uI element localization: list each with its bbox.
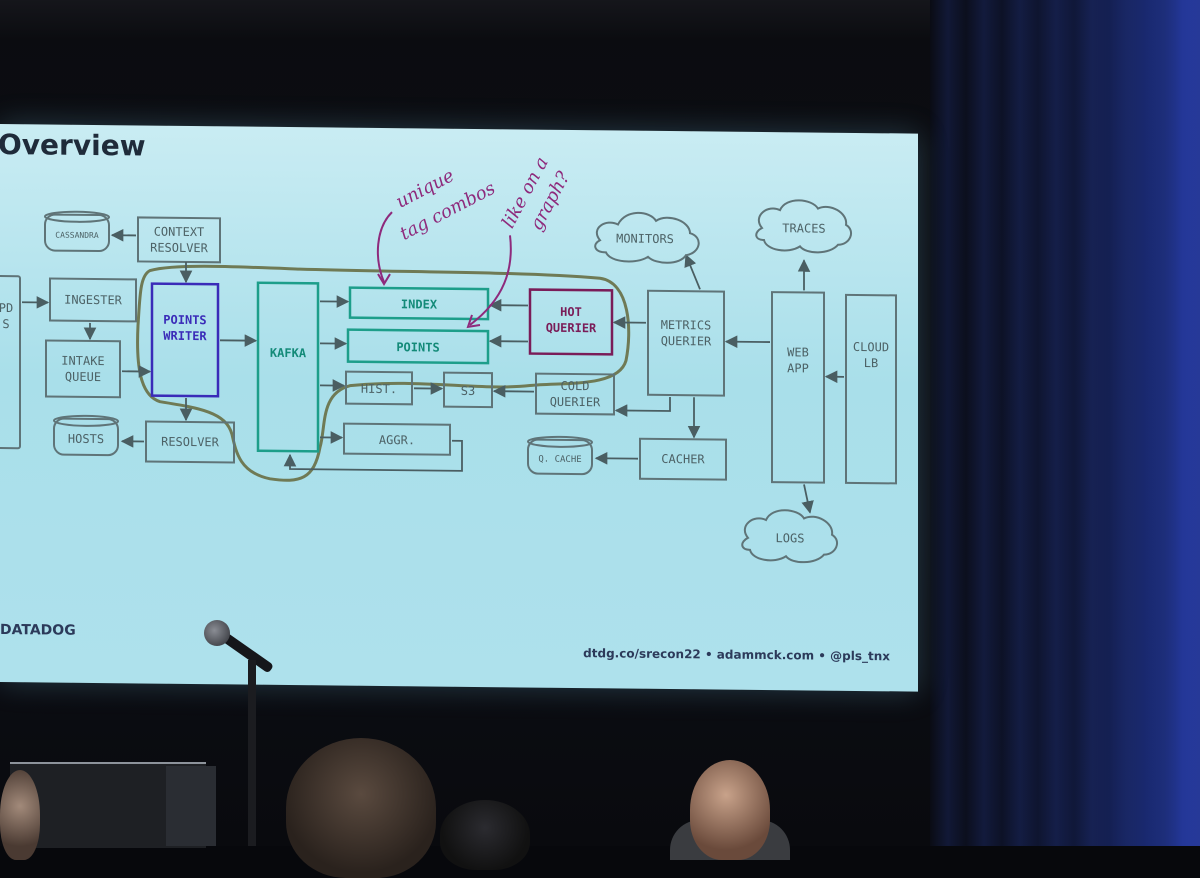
svg-text:S3: S3 [461,384,475,398]
svg-text:HIST.: HIST. [361,382,397,396]
svg-text:CLOUD: CLOUD [853,340,889,354]
stage-monitor-side [166,766,216,846]
points-box: POINTS [346,328,490,365]
svg-text:RESOLVER: RESOLVER [150,241,209,256]
audience-head-center [286,738,436,878]
svg-text:CACHER: CACHER [661,452,705,466]
cassandra-db: CASSANDRA [44,210,110,253]
datadog-logo-text: DATADOG [0,622,76,639]
svg-text:TRACES: TRACES [782,221,825,235]
svg-text:QUERIER: QUERIER [661,334,712,349]
cacher-box: CACHER [639,437,727,481]
svg-text:INTAKE: INTAKE [61,354,104,368]
svg-text:QUEUE: QUEUE [65,370,101,384]
svg-text:AGGR.: AGGR. [379,433,415,447]
svg-text:INDEX: INDEX [401,297,438,311]
svg-text:HOT: HOT [560,305,582,319]
aggr-box: AGGR. [343,422,451,456]
svg-text:CONTEXT: CONTEXT [154,225,205,240]
audience-head-bald [690,760,770,860]
traces-cloud: TRACES [755,199,853,254]
hot-path-outline [136,264,631,482]
cloud-lb-box: CLOUD LB [845,293,897,485]
svg-text:METRICS: METRICS [661,318,712,333]
partial-left-box [0,274,21,450]
monitors-cloud: MONITORS [594,211,700,264]
points-writer-box: POINTS WRITER [150,282,220,398]
svg-text:MONITORS: MONITORS [616,231,674,246]
svg-text:RESOLVER: RESOLVER [161,435,220,450]
partial-left-label-2: S [2,317,9,331]
resolver-box: RESOLVER [145,420,235,464]
svg-text:POINTS: POINTS [396,340,439,354]
svg-text:POINTS: POINTS [163,313,206,327]
partial-left-label-1: PD [0,301,13,315]
annotation-unique-tag-combos: unique tag combos [376,165,499,286]
projector-screen: Overview PD S CASSANDRA CONTEXT RESOLVER [0,124,918,692]
svg-text:CASSANDRA: CASSANDRA [55,231,99,240]
svg-text:LOGS: LOGS [776,531,805,545]
svg-text:WEB: WEB [787,345,809,359]
svg-text:APP: APP [787,361,809,375]
microphone-stand [248,660,256,846]
web-app-box: WEB APP [771,291,825,484]
hist-box: HIST. [345,370,413,406]
stage-curtain [930,0,1200,846]
ingester-box: INGESTER [49,277,137,323]
intake-queue-box: INTAKE QUEUE [45,339,121,399]
svg-text:QUERIER: QUERIER [550,395,601,410]
svg-text:HOSTS: HOSTS [68,432,104,446]
microphone-icon [204,620,230,646]
svg-text:INGESTER: INGESTER [64,293,123,308]
annotation-like-on-a-graph: like on a graph? [466,153,574,329]
kafka-box: KAFKA [256,281,320,453]
index-box: INDEX [348,286,490,321]
metrics-querier-box: METRICS QUERIER [647,289,725,397]
logs-cloud: LOGS [741,509,839,564]
hosts-db: HOSTS [53,414,119,457]
context-resolver-box: CONTEXT RESOLVER [137,216,221,264]
svg-text:LB: LB [864,356,878,370]
audience-head-small [440,800,530,870]
hot-querier-box: HOT QUERIER [528,288,614,356]
svg-text:COLD: COLD [561,379,590,393]
svg-text:QUERIER: QUERIER [546,321,597,336]
q-cache-db: Q. CACHE [527,435,593,476]
svg-text:KAFKA: KAFKA [270,346,307,360]
architecture-diagram: PD S CASSANDRA CONTEXT RESOLVER INGESTER… [0,153,897,564]
cold-querier-box: COLD QUERIER [535,372,615,416]
audience-head-left [0,770,40,860]
svg-text:Q. CACHE: Q. CACHE [538,455,581,465]
svg-text:WRITER: WRITER [163,329,207,343]
s3-box: S3 [443,371,493,409]
